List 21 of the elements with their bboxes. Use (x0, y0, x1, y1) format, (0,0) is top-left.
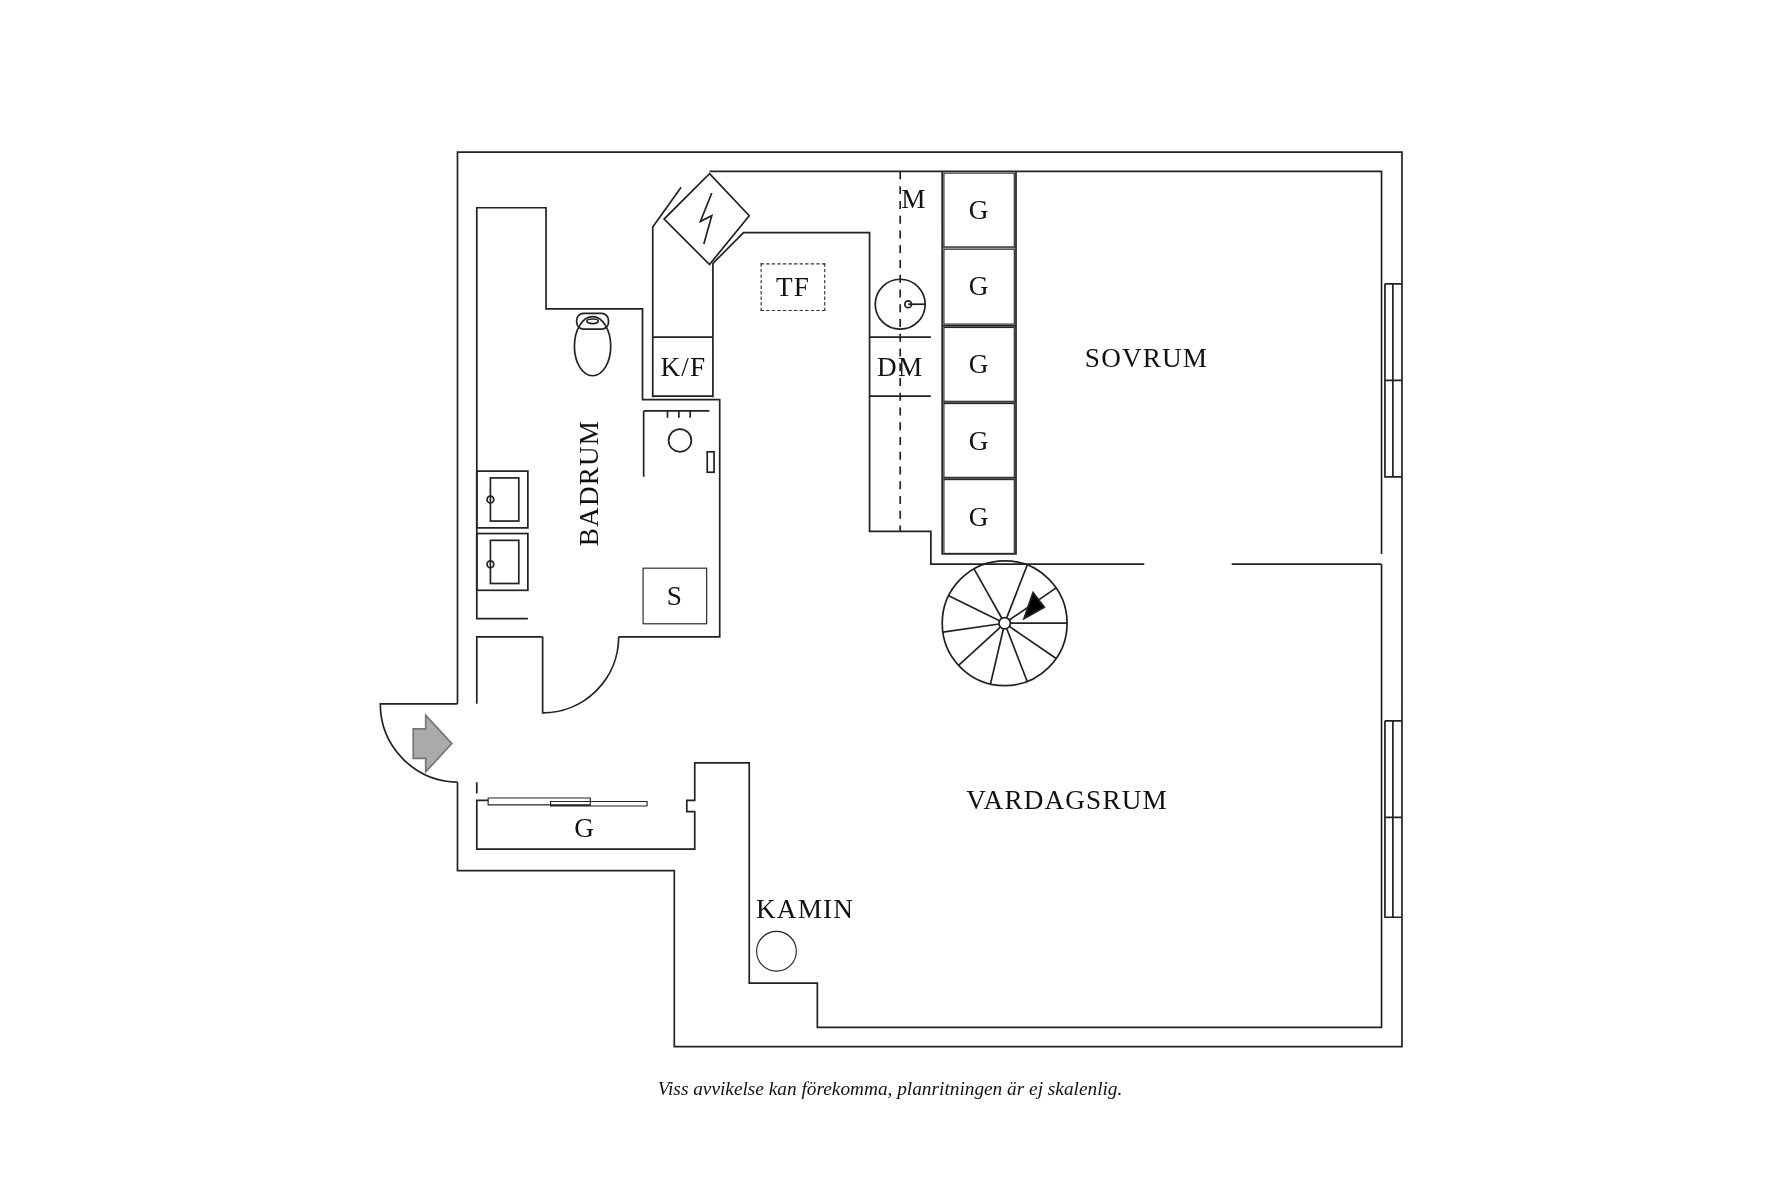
room-label: K/F (660, 351, 707, 383)
room-label: DM (877, 351, 924, 383)
room-label: G (968, 425, 990, 456)
room-label: SOVRUM (1084, 342, 1209, 373)
disclaimer-caption: Viss avvikelse kan förekomma, planritningen är ej skalenlig. (656, 1078, 1124, 1102)
room-label: G (968, 271, 990, 302)
room-label: S (666, 580, 683, 612)
room-label: G (574, 812, 596, 843)
wardrobe-box (943, 172, 1015, 248)
wardrobe-box (943, 403, 1015, 478)
room-label: KAMIN (756, 894, 855, 926)
room-label: BADRUM (575, 419, 606, 546)
wardrobe-box (943, 248, 1015, 325)
room-label: G (968, 501, 990, 532)
room-label: G (968, 194, 990, 226)
storage-box (642, 567, 708, 625)
wardrobe-box (943, 479, 1015, 554)
room-label: TF (775, 271, 810, 303)
room-label: G (968, 349, 990, 380)
wardrobe-box (943, 326, 1015, 402)
room-label: VARDAGSRUM (966, 785, 1168, 816)
